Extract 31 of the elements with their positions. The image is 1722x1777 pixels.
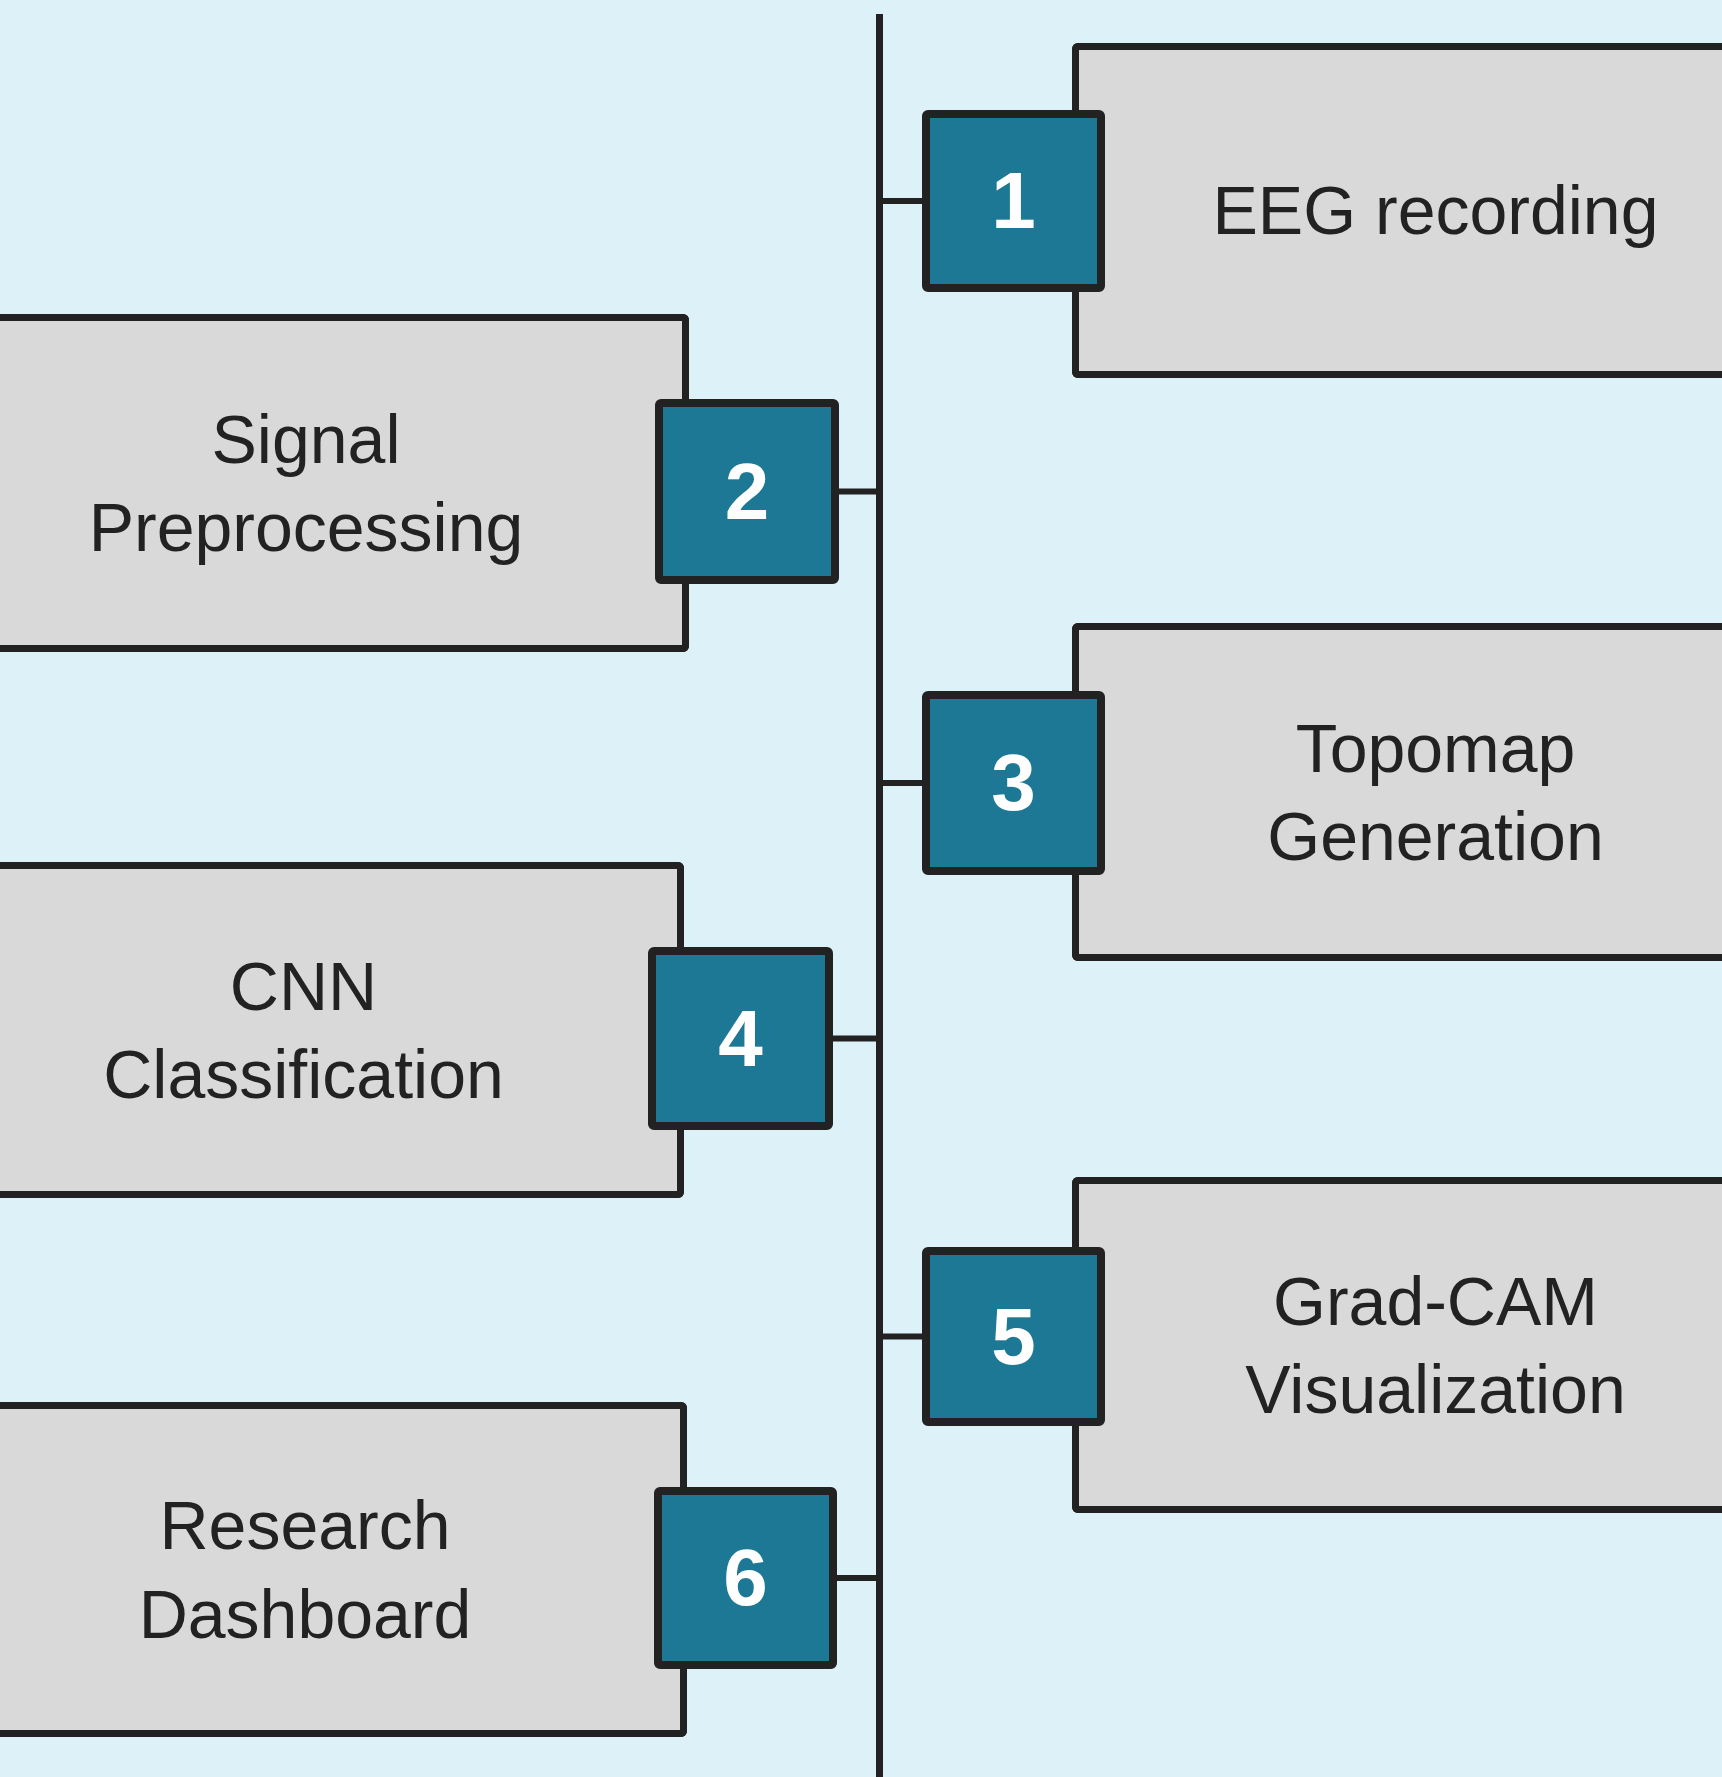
step-number: 1	[991, 161, 1036, 241]
connector-line	[883, 780, 922, 786]
step-number: 5	[991, 1296, 1036, 1377]
step-label: CNN Classification	[102, 946, 505, 1114]
step-card	[0, 862, 684, 1198]
step-number-square	[922, 691, 1105, 875]
connector-line	[883, 1333, 922, 1340]
step-number-square	[922, 1247, 1105, 1426]
step-number-square	[922, 110, 1105, 292]
step-card	[1072, 623, 1722, 961]
step-number: 4	[718, 998, 763, 1079]
step-number: 2	[724, 451, 770, 532]
step-number: 6	[723, 1538, 768, 1618]
connector-line	[883, 198, 922, 204]
step-label: Topomap Generation	[1266, 708, 1605, 876]
connector-line	[839, 488, 876, 495]
step-label: Research Dashboard	[137, 1486, 473, 1654]
step-number-square	[654, 1487, 837, 1669]
connector-line	[833, 1035, 876, 1042]
connector-line	[837, 1575, 876, 1581]
step-number: 3	[991, 743, 1036, 823]
timeline-bar	[876, 14, 883, 1777]
step-card	[0, 314, 689, 652]
step-label: Grad-CAM Visualization	[1244, 1261, 1627, 1429]
step-number-square	[655, 399, 839, 584]
step-card	[0, 1402, 687, 1737]
step-number-square	[648, 947, 833, 1130]
step-label: EEG recording	[1212, 171, 1659, 251]
step-card	[1072, 43, 1722, 378]
step-label: Signal Preprocessing	[87, 399, 525, 567]
step-card	[1072, 1177, 1722, 1513]
